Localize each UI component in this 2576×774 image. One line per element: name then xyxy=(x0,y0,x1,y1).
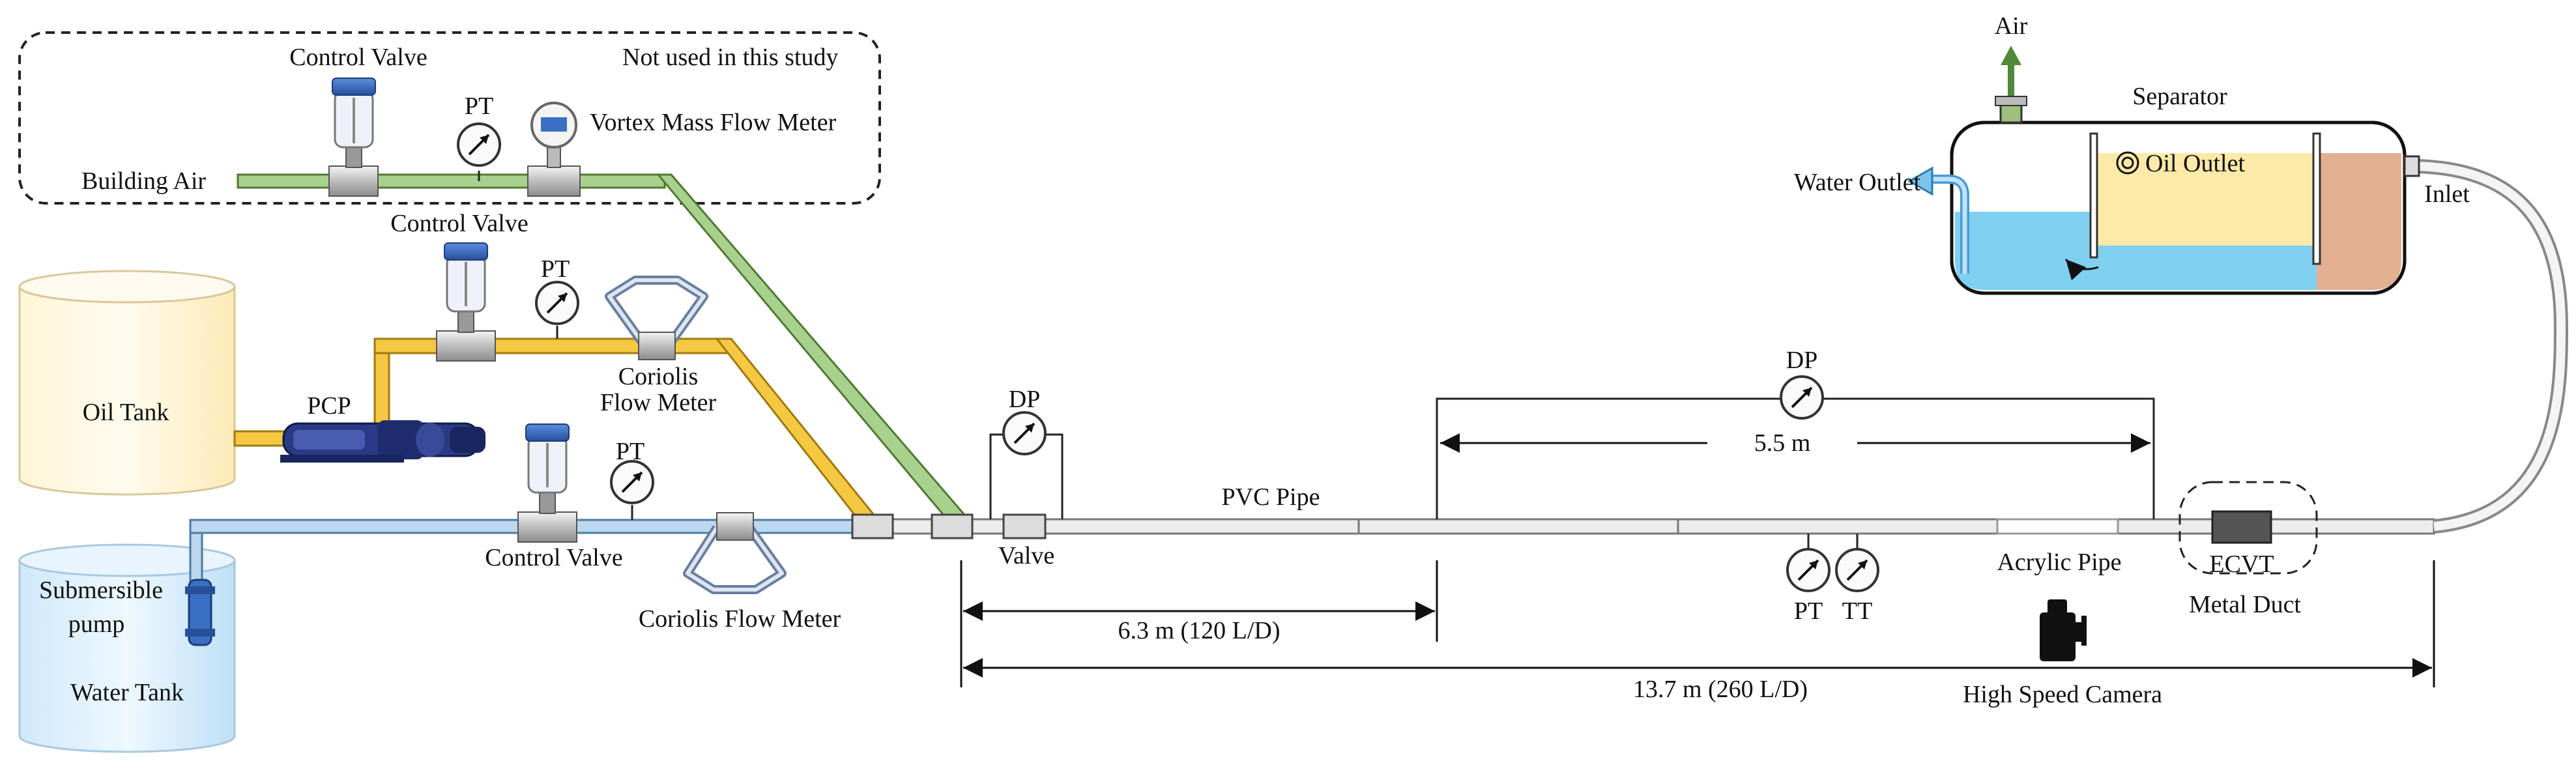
dp-gauge-left xyxy=(989,411,1064,519)
pt-gauge-oil xyxy=(535,281,579,339)
label-submersible-1: Submersible xyxy=(39,577,163,604)
acrylic-pipe-section xyxy=(1996,518,2119,535)
label-tt-bottom: TT xyxy=(1842,597,1872,625)
high-speed-camera xyxy=(2040,599,2087,661)
label-ecvt: ECVT xyxy=(2209,551,2274,578)
coriolis-flow-meter-water[interactable] xyxy=(683,512,787,594)
label-control-valve-water: Control Valve xyxy=(485,544,622,571)
label-building-air: Building Air xyxy=(81,167,206,195)
label-acrylic-pipe: Acrylic Pipe xyxy=(1997,549,2121,576)
label-pt-oil: PT xyxy=(541,255,570,283)
main-pipe xyxy=(852,518,2435,535)
label-high-speed-camera: High Speed Camera xyxy=(1963,681,2162,708)
coriolis-flow-meter-oil[interactable] xyxy=(605,276,708,360)
pt-gauge-water xyxy=(610,460,654,520)
label-control-valve-oil: Control Valve xyxy=(390,210,528,237)
label-control-valve-air: Control Valve xyxy=(289,44,427,71)
label-water-outlet: Water Outlet xyxy=(1794,169,1921,196)
label-span-13-7m: 13.7 m (260 L/D) xyxy=(1633,676,1808,703)
oil-control-valve[interactable] xyxy=(436,242,496,362)
water-control-valve[interactable] xyxy=(517,423,577,543)
pt-gauge-air xyxy=(457,122,501,181)
label-inlet: Inlet xyxy=(2424,180,2470,208)
water-outlet xyxy=(1907,166,1969,274)
label-coriolis-oil-1: Coriolis xyxy=(618,363,698,390)
dim-vertical-ticks xyxy=(960,560,2435,687)
label-dp-left: DP xyxy=(1009,386,1041,413)
label-pcp: PCP xyxy=(307,392,351,420)
label-span-5-5m: 5.5 m xyxy=(1754,429,1811,457)
label-metal-duct: Metal Duct xyxy=(2189,591,2301,618)
ecvt-sensor xyxy=(2178,481,2318,575)
oil-junction xyxy=(851,513,894,539)
label-span-6-3m: 6.3 m (120 L/D) xyxy=(1118,617,1280,644)
water-tank xyxy=(18,543,236,753)
pt-gauge-bottom xyxy=(1786,534,1831,592)
oil-tank xyxy=(18,270,236,496)
label-coriolis-water: Coriolis Flow Meter xyxy=(639,605,841,633)
label-dp-right: DP xyxy=(1786,347,1818,374)
air-junction xyxy=(931,513,974,539)
submersible-pump[interactable] xyxy=(185,579,215,646)
air-system-dashed-box xyxy=(18,31,881,205)
label-pt-water: PT xyxy=(616,438,644,465)
label-valve: Valve xyxy=(998,542,1055,569)
separator-vessel xyxy=(1950,121,2407,295)
label-submersible-2: pump xyxy=(68,610,125,638)
valve[interactable] xyxy=(1002,513,1047,539)
air-control-valve[interactable] xyxy=(328,78,379,197)
label-oil-outlet: Oil Outlet xyxy=(2145,150,2245,177)
label-oil-tank: Oil Tank xyxy=(83,399,169,426)
label-not-used: Not used in this study xyxy=(622,44,838,71)
oil-outlet-icon xyxy=(2116,151,2139,175)
separator-inlet-fitting xyxy=(2403,155,2420,177)
vortex-mass-flow-meter[interactable] xyxy=(527,102,581,197)
air-outlet xyxy=(1995,46,2027,124)
dp-gauge-right xyxy=(1436,375,2155,519)
label-pt-air: PT xyxy=(465,93,493,120)
tt-gauge-bottom xyxy=(1835,534,1879,592)
label-vortex: Vortex Mass Flow Meter xyxy=(590,109,837,136)
label-pt-bottom: PT xyxy=(1794,597,1823,625)
label-separator: Separator xyxy=(2132,83,2227,110)
label-pvc-pipe: PVC Pipe xyxy=(1222,483,1320,511)
label-water-tank: Water Tank xyxy=(70,679,184,706)
label-air: Air xyxy=(1995,12,2028,40)
label-coriolis-oil-2: Flow Meter xyxy=(600,389,717,416)
pcp-pump[interactable] xyxy=(280,420,485,463)
